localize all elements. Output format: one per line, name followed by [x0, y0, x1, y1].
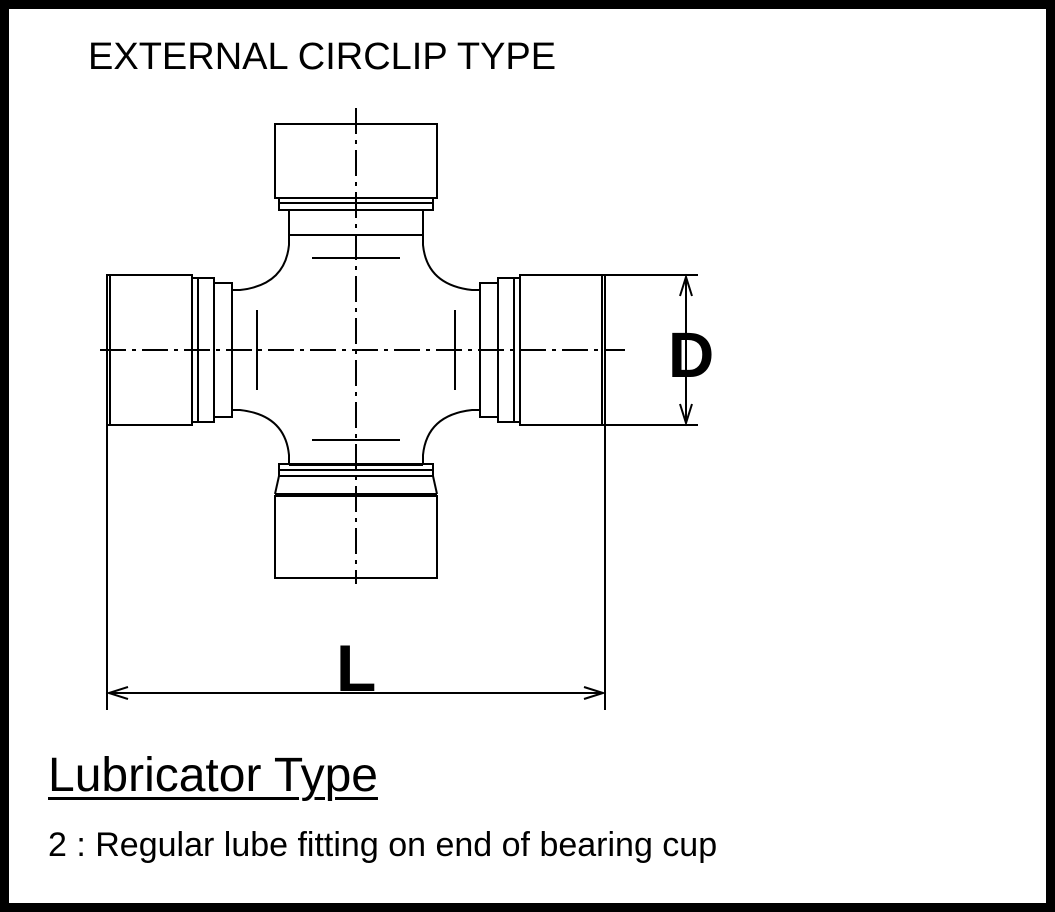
dimension-d-lines [605, 273, 698, 427]
dimension-d-label: D [668, 319, 715, 391]
lubricator-note: 2 : Regular lube fitting on end of beari… [48, 826, 718, 864]
center-lines [100, 108, 625, 584]
diagram-title: EXTERNAL CIRCLIP TYPE [88, 36, 557, 78]
dimension-l-lines [105, 425, 607, 710]
dimension-l-label: L [336, 631, 377, 705]
lubricator-heading: Lubricator Type [48, 749, 378, 802]
